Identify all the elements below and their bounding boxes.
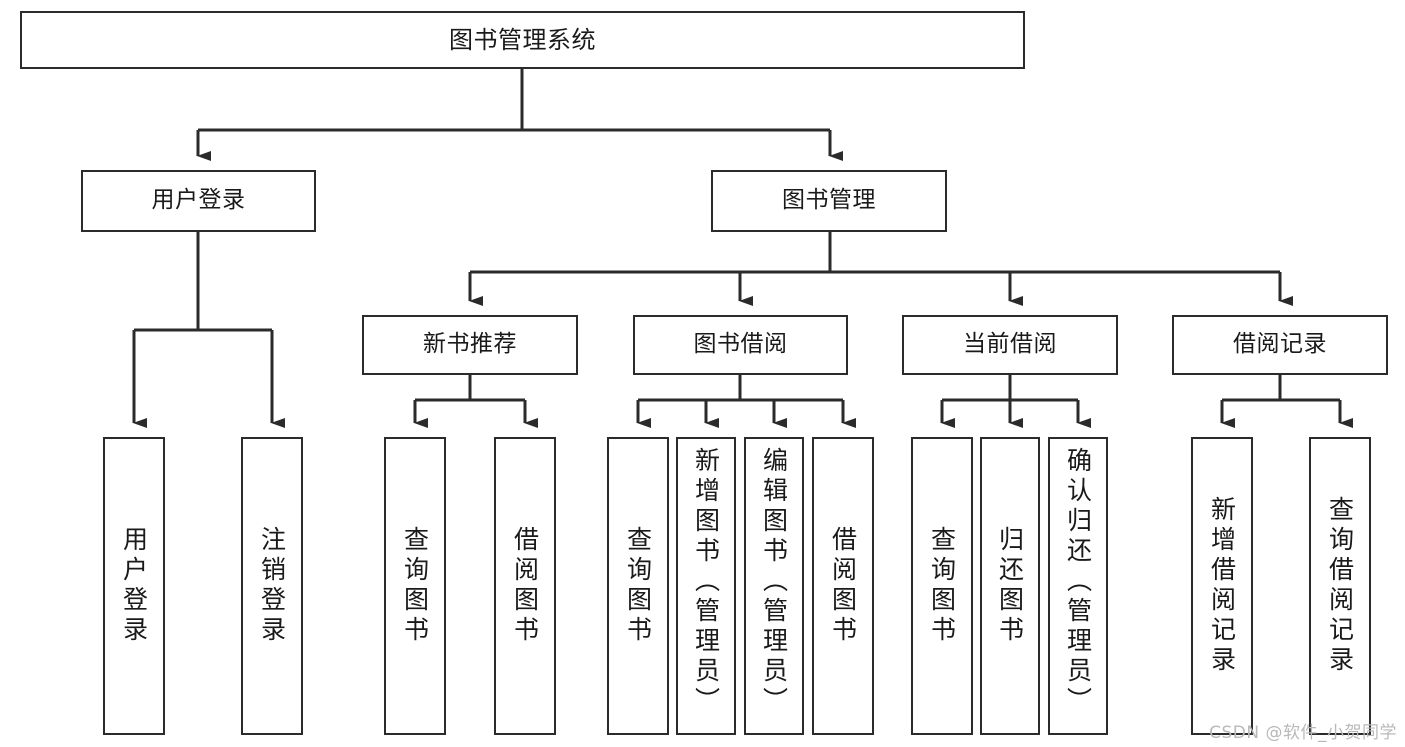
node-label: 查询图书 <box>623 526 653 646</box>
node-label: 新书推荐 <box>423 331 517 358</box>
node-label: 图书借阅 <box>693 331 788 358</box>
leaf-query-borrow-record[interactable]: 查询借阅记录 <box>1309 437 1371 735</box>
node-label: 查询图书 <box>400 526 430 646</box>
node-new-book-recommend[interactable]: 新书推荐 <box>362 315 578 375</box>
leaf-edit-book-admin[interactable]: 编辑图书（管理员） <box>744 437 804 735</box>
node-label: 借阅图书 <box>510 526 540 646</box>
node-book-borrow[interactable]: 图书借阅 <box>633 315 848 375</box>
node-label: 新增借阅记录 <box>1207 496 1237 676</box>
leaf-confirm-return-admin[interactable]: 确认归还（管理员） <box>1048 437 1108 735</box>
node-label: 借阅记录 <box>1233 331 1327 358</box>
node-book-management[interactable]: 图书管理 <box>711 170 947 232</box>
node-label: 当前借阅 <box>963 331 1057 358</box>
node-label: 用户登录 <box>151 187 246 214</box>
leaf-query-book-borrow[interactable]: 查询图书 <box>607 437 669 735</box>
node-label: 新增图书（管理员） <box>691 447 721 717</box>
node-label: 查询借阅记录 <box>1325 496 1355 676</box>
node-root-system[interactable]: 图书管理系统 <box>20 11 1025 69</box>
leaf-add-book-admin[interactable]: 新增图书（管理员） <box>676 437 736 735</box>
node-current-borrow[interactable]: 当前借阅 <box>902 315 1118 375</box>
node-borrow-record[interactable]: 借阅记录 <box>1172 315 1388 375</box>
csdn-watermark: CSDN @软件_小贺同学 <box>1209 723 1397 743</box>
leaf-return-book[interactable]: 归还图书 <box>980 437 1040 735</box>
leaf-add-borrow-record[interactable]: 新增借阅记录 <box>1191 437 1253 735</box>
leaf-logout-login[interactable]: 注销登录 <box>241 437 303 735</box>
node-label: 查询图书 <box>927 526 957 646</box>
node-label: 用户登录 <box>119 526 149 646</box>
node-label: 图书管理 <box>782 187 876 214</box>
node-label: 图书管理系统 <box>449 25 596 54</box>
node-label: 归还图书 <box>995 526 1025 646</box>
node-label: 编辑图书（管理员） <box>759 447 789 717</box>
leaf-query-book-recommend[interactable]: 查询图书 <box>384 437 446 735</box>
node-label: 确认归还（管理员） <box>1063 447 1093 717</box>
leaf-borrow-book-recommend[interactable]: 借阅图书 <box>494 437 556 735</box>
leaf-user-login[interactable]: 用户登录 <box>103 437 165 735</box>
leaf-query-book-current[interactable]: 查询图书 <box>911 437 973 735</box>
node-label: 借阅图书 <box>828 526 858 646</box>
node-label: 注销登录 <box>257 526 287 646</box>
leaf-borrow-book[interactable]: 借阅图书 <box>812 437 874 735</box>
node-user-login[interactable]: 用户登录 <box>81 170 316 232</box>
